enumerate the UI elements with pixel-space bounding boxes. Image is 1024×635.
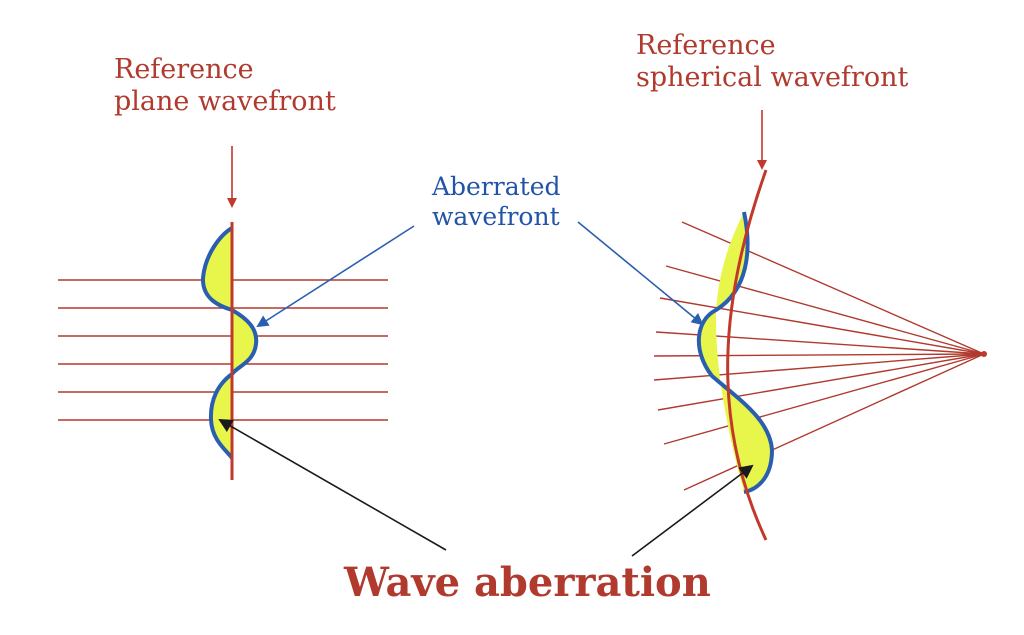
reference-plane-wavefront-label: Reference plane wavefront <box>114 54 336 118</box>
wave-aberration-pointer-left <box>218 419 447 551</box>
ray <box>659 297 985 355</box>
spherical-wavefront-panel <box>653 110 987 541</box>
ray <box>663 353 985 445</box>
aberration-area <box>202 228 257 458</box>
aberrated-wavefront-label: Aberrated wavefront <box>432 172 561 232</box>
label-line: Aberrated <box>432 172 561 201</box>
label-line: wavefront <box>432 202 560 231</box>
wave-aberration-pointer-right <box>631 464 754 557</box>
reference-spherical-wavefront-label: Reference spherical wavefront <box>636 30 908 94</box>
aberration-area <box>698 212 772 492</box>
ray <box>683 353 985 491</box>
label-line: plane wavefront <box>114 86 336 117</box>
label-line: Reference <box>636 30 776 61</box>
aberrated-spherical-wavefront <box>697 211 775 494</box>
label-line: spherical wavefront <box>636 62 909 93</box>
ray <box>653 353 985 381</box>
plane-wavefront-panel <box>58 146 388 480</box>
label-line: Reference <box>114 54 254 85</box>
aberrated-plane-wavefront <box>200 226 259 460</box>
aberrated-pointer-right <box>577 221 704 326</box>
ray <box>657 353 985 411</box>
aberrated-pointer-left <box>256 225 415 328</box>
focal-point <box>981 351 987 357</box>
wave-aberration-label: Wave aberration <box>344 559 711 606</box>
ray <box>665 265 985 355</box>
reference-spherical-wavefront <box>726 169 768 541</box>
pointer-arrows <box>218 221 754 557</box>
